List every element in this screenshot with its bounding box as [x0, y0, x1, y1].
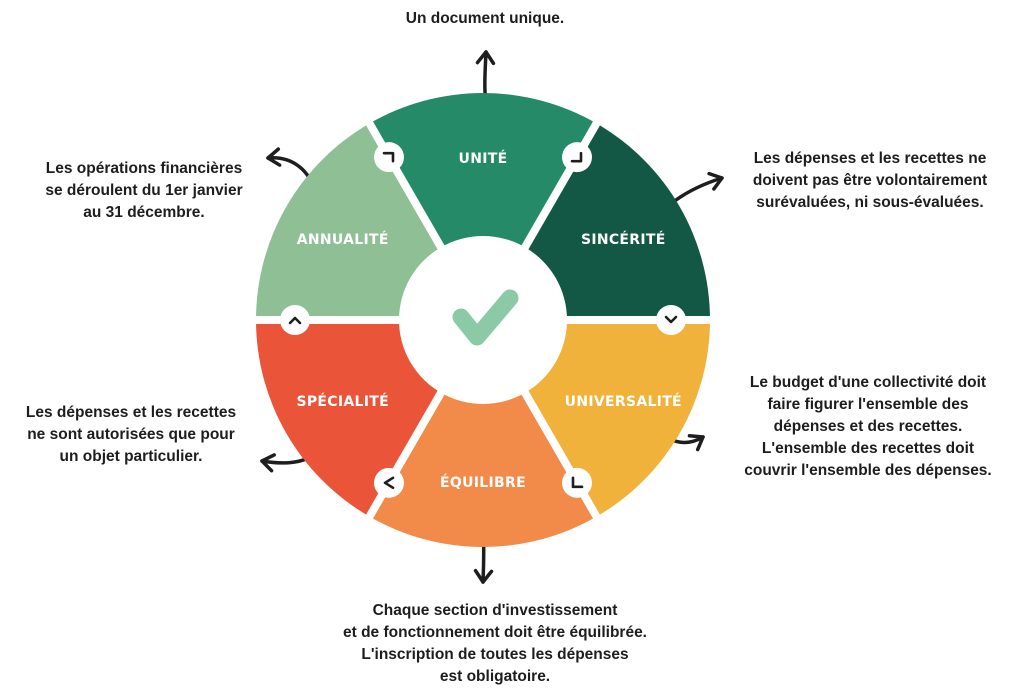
- chevron-icon: [571, 476, 584, 489]
- sincerite-description: Les dépenses et les recettes ne doivent …: [720, 148, 1019, 214]
- arrowhead-icon: [707, 171, 724, 191]
- description-line: Chaque section d'investissement: [372, 602, 618, 619]
- chevron-marker: [656, 305, 686, 335]
- chevron-marker: [562, 467, 592, 498]
- description-line: doivent pas être volontairement: [752, 172, 988, 189]
- chevron-icon: [382, 151, 395, 163]
- chevrons-layer: [280, 142, 686, 498]
- segment-label-universalite: UNIVERSALITÉ: [565, 393, 682, 410]
- description-line: et de fonctionnement doit être équilibré…: [342, 624, 647, 641]
- chevron-marker: [374, 142, 404, 173]
- description-line: se déroulent du 1er janvier: [45, 182, 243, 199]
- description-line: Les opérations financières: [45, 160, 243, 177]
- arrowhead-icon: [475, 50, 496, 66]
- description-line: Le budget d'une collectivité doit: [749, 374, 987, 391]
- arrowhead-icon: [687, 434, 705, 452]
- segment-labels-layer: UNITÉ SINCÉRITÉ UNIVERSALITÉ ÉQUILIBRE SPÉCI…: [296, 150, 681, 491]
- arrowhead-icon: [260, 453, 276, 473]
- segment-label-annualite: ANNUALITÉ: [297, 231, 389, 248]
- description-line: couvrir l'ensemble des dépenses.: [744, 462, 992, 479]
- equilibre-description: Chaque section d'investissement et de fo…: [300, 600, 690, 688]
- segment-unite: [369, 92, 597, 248]
- segment-label-specialite: SPÉCIALITÉ: [296, 393, 388, 410]
- description-line: L'ensemble des recettes doit: [761, 440, 975, 457]
- segment-separator: [520, 119, 601, 251]
- unite-description: Un document unique.: [375, 8, 595, 30]
- segment-separator: [365, 389, 446, 521]
- chevron-marker: [374, 467, 404, 498]
- segment-equilibre: [369, 392, 597, 547]
- arrowhead-icon: [473, 568, 494, 584]
- chevron-marker: [562, 142, 592, 173]
- description-line: un objet particulier.: [59, 448, 203, 465]
- universalite-description: Le budget d'une collectivité doit faire …: [718, 372, 1018, 482]
- segments-layer: [256, 92, 710, 547]
- description-line: Les dépenses et les recettes: [25, 404, 237, 421]
- description-line: ne sont autorisées que pour: [27, 426, 235, 443]
- chevron-marker: [280, 305, 310, 335]
- description-line: Les dépenses et les recettes ne: [753, 150, 987, 167]
- chevron-icon: [288, 316, 302, 325]
- arrowhead-icon: [266, 147, 282, 167]
- checkmark-icon: [452, 289, 519, 346]
- segment-label-unite: UNITÉ: [459, 150, 508, 167]
- description-line: surévaluées, ni sous-évaluées.: [756, 194, 984, 211]
- segment-label-equilibre: ÉQUILIBRE: [440, 474, 526, 491]
- chevron-icon: [664, 315, 678, 324]
- arrow-sincerite: [674, 176, 724, 202]
- center-hub: [401, 238, 565, 402]
- annualite-description: Les opérations financières se déroulent …: [20, 158, 268, 224]
- separators-layer: [254, 119, 712, 521]
- description-line: dépenses et des recettes.: [773, 418, 963, 435]
- chevron-icon: [383, 476, 395, 490]
- description-line: est obligatoire.: [439, 668, 551, 685]
- description-line: au 31 décembre.: [83, 204, 205, 221]
- description-line: Un document unique.: [405, 10, 565, 27]
- segment-separator: [365, 119, 446, 251]
- chevron-icon: [570, 151, 583, 163]
- specialite-description: Les dépenses et les recettes ne sont aut…: [0, 402, 262, 468]
- segment-separator: [520, 389, 601, 521]
- description-line: L'inscription de toutes les dépenses: [361, 646, 629, 663]
- segment-label-sincerite: SINCÉRITÉ: [581, 231, 666, 248]
- description-line: faire figurer l'ensemble des: [767, 396, 969, 413]
